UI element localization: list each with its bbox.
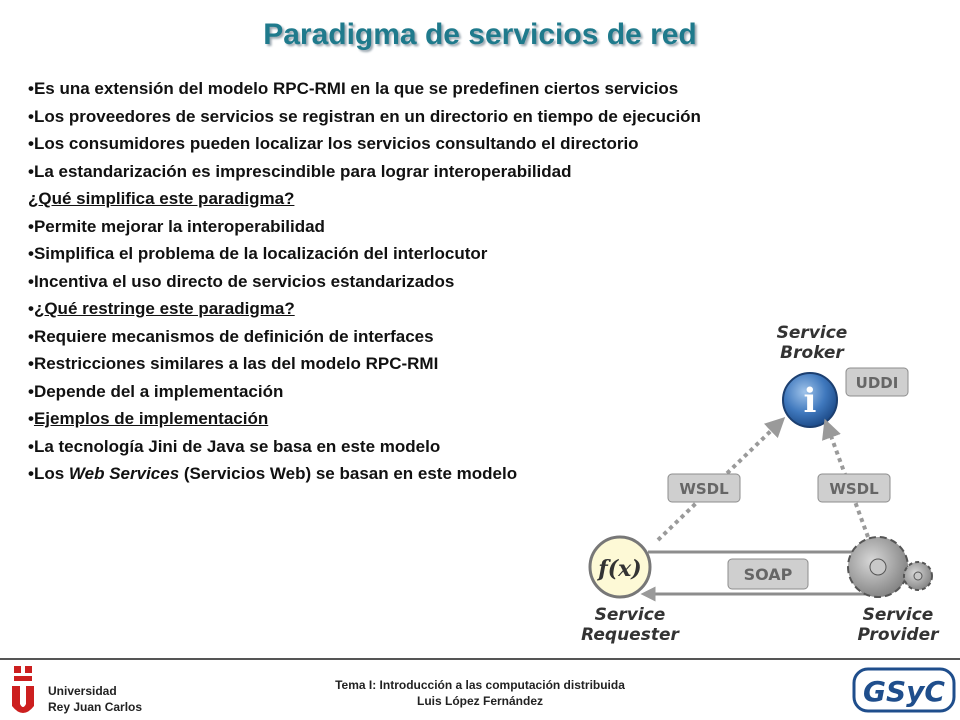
gsyc-logo-text: GSyC <box>863 675 945 708</box>
section-heading: ¿Qué simplifica este paradigma? <box>28 189 295 208</box>
svg-text:WSDL: WSDL <box>829 480 879 498</box>
section-heading: Ejemplos de implementación <box>33 409 269 428</box>
bullet-item: •Los proveedores de servicios se registr… <box>28 106 701 126</box>
bullet-text: La tecnología Jini de Java se basa en es… <box>33 436 441 456</box>
bullet-item: •La tecnología Jini de Java se basa en e… <box>28 436 441 456</box>
bullet-text-italic: Web Services <box>68 464 180 483</box>
bullet-item: •¿Qué restringe este paradigma? <box>28 299 295 318</box>
urjc-name-1: Universidad <box>48 684 117 698</box>
bullet-item: •Depende del a implementación <box>28 381 284 401</box>
bullet-text: Los consumidores pueden localizar los se… <box>33 134 639 153</box>
soap-tag: SOAP <box>727 558 809 590</box>
info-icon: i <box>782 372 838 428</box>
bullet-text: Restricciones similares a las del modelo… <box>33 354 439 373</box>
bullet-item: •La estandarización es imprescindible pa… <box>28 161 572 181</box>
requester-label-1: Service <box>595 605 666 625</box>
bullet-item: •Requiere mecanismos de definición de in… <box>28 326 434 346</box>
bullet-text: La estandarización es imprescindible par… <box>33 161 572 181</box>
footer-author: Luis López Fernández <box>416 694 543 708</box>
bullet-list: •Es una extensión del modelo RPC-RMI en … <box>28 75 701 488</box>
broker-label-2: Broker <box>780 343 845 363</box>
footer-divider <box>0 658 960 660</box>
bullet-text: Simplifica el problema de la localizació… <box>33 244 488 263</box>
svg-text:f(x): f(x) <box>596 556 641 582</box>
bullet-text: Requiere mecanismos de definición de int… <box>33 326 434 346</box>
urjc-logo <box>12 666 34 713</box>
bullet-text-post: (Servicios Web) se basan en este modelo <box>179 464 518 483</box>
bullet-item: •Simplifica el problema de la localizaci… <box>28 244 488 263</box>
service-diagram: Service Broker UDDI i WSDL WSDL SOAP f(x… <box>581 323 941 645</box>
bullet-item: •Incentiva el uso directo de servicios e… <box>28 271 455 291</box>
svg-text:WSDL: WSDL <box>679 480 729 498</box>
urjc-name-2: Rey Juan Carlos <box>48 700 143 714</box>
bullet-text-pre: Los <box>33 464 69 483</box>
provider-label-2: Provider <box>858 625 941 645</box>
bullet-text: Es una extensión del modelo RPC-RMI en l… <box>33 79 679 98</box>
footer-course: Tema I: Introducción a las computación d… <box>335 678 625 692</box>
bullet-item: •Los consumidores pueden localizar los s… <box>28 134 639 153</box>
wsdl-tag-left: WSDL <box>667 473 741 503</box>
bullet-text: Depende del a implementación <box>33 381 284 401</box>
bullet-item: •Restricciones similares a las del model… <box>28 354 439 373</box>
requester-label-2: Requester <box>581 625 680 645</box>
wsdl-tag-right: WSDL <box>817 473 891 503</box>
broker-label-1: Service <box>777 323 848 343</box>
svg-text:i: i <box>804 381 817 421</box>
provider-label-1: Service <box>863 605 934 625</box>
bullet-item: •Permite mejorar la interoperabilidad <box>28 216 325 236</box>
function-icon: f(x) <box>588 535 652 599</box>
bullet-item: •Ejemplos de implementación <box>28 409 269 428</box>
svg-text:SOAP: SOAP <box>744 565 793 584</box>
bullet-item: •Es una extensión del modelo RPC-RMI en … <box>28 79 679 98</box>
bullet-text: Incentiva el uso directo de servicios es… <box>33 271 455 291</box>
bullet-item: ¿Qué simplifica este paradigma? <box>28 185 701 213</box>
uddi-label: UDDI <box>856 374 899 392</box>
section-heading: ¿Qué restringe este paradigma? <box>33 299 295 318</box>
slide-title: Paradigma de servicios de red <box>263 18 697 51</box>
bullet-text: Permite mejorar la interoperabilidad <box>33 216 325 236</box>
bullet-item: •Los Web Services (Servicios Web) se bas… <box>28 464 518 483</box>
gsyc-logo: GSyC <box>852 667 956 713</box>
gear-icon <box>847 536 933 598</box>
bullet-text: Los proveedores de servicios se registra… <box>33 106 701 126</box>
uddi-tag: UDDI <box>845 367 909 397</box>
